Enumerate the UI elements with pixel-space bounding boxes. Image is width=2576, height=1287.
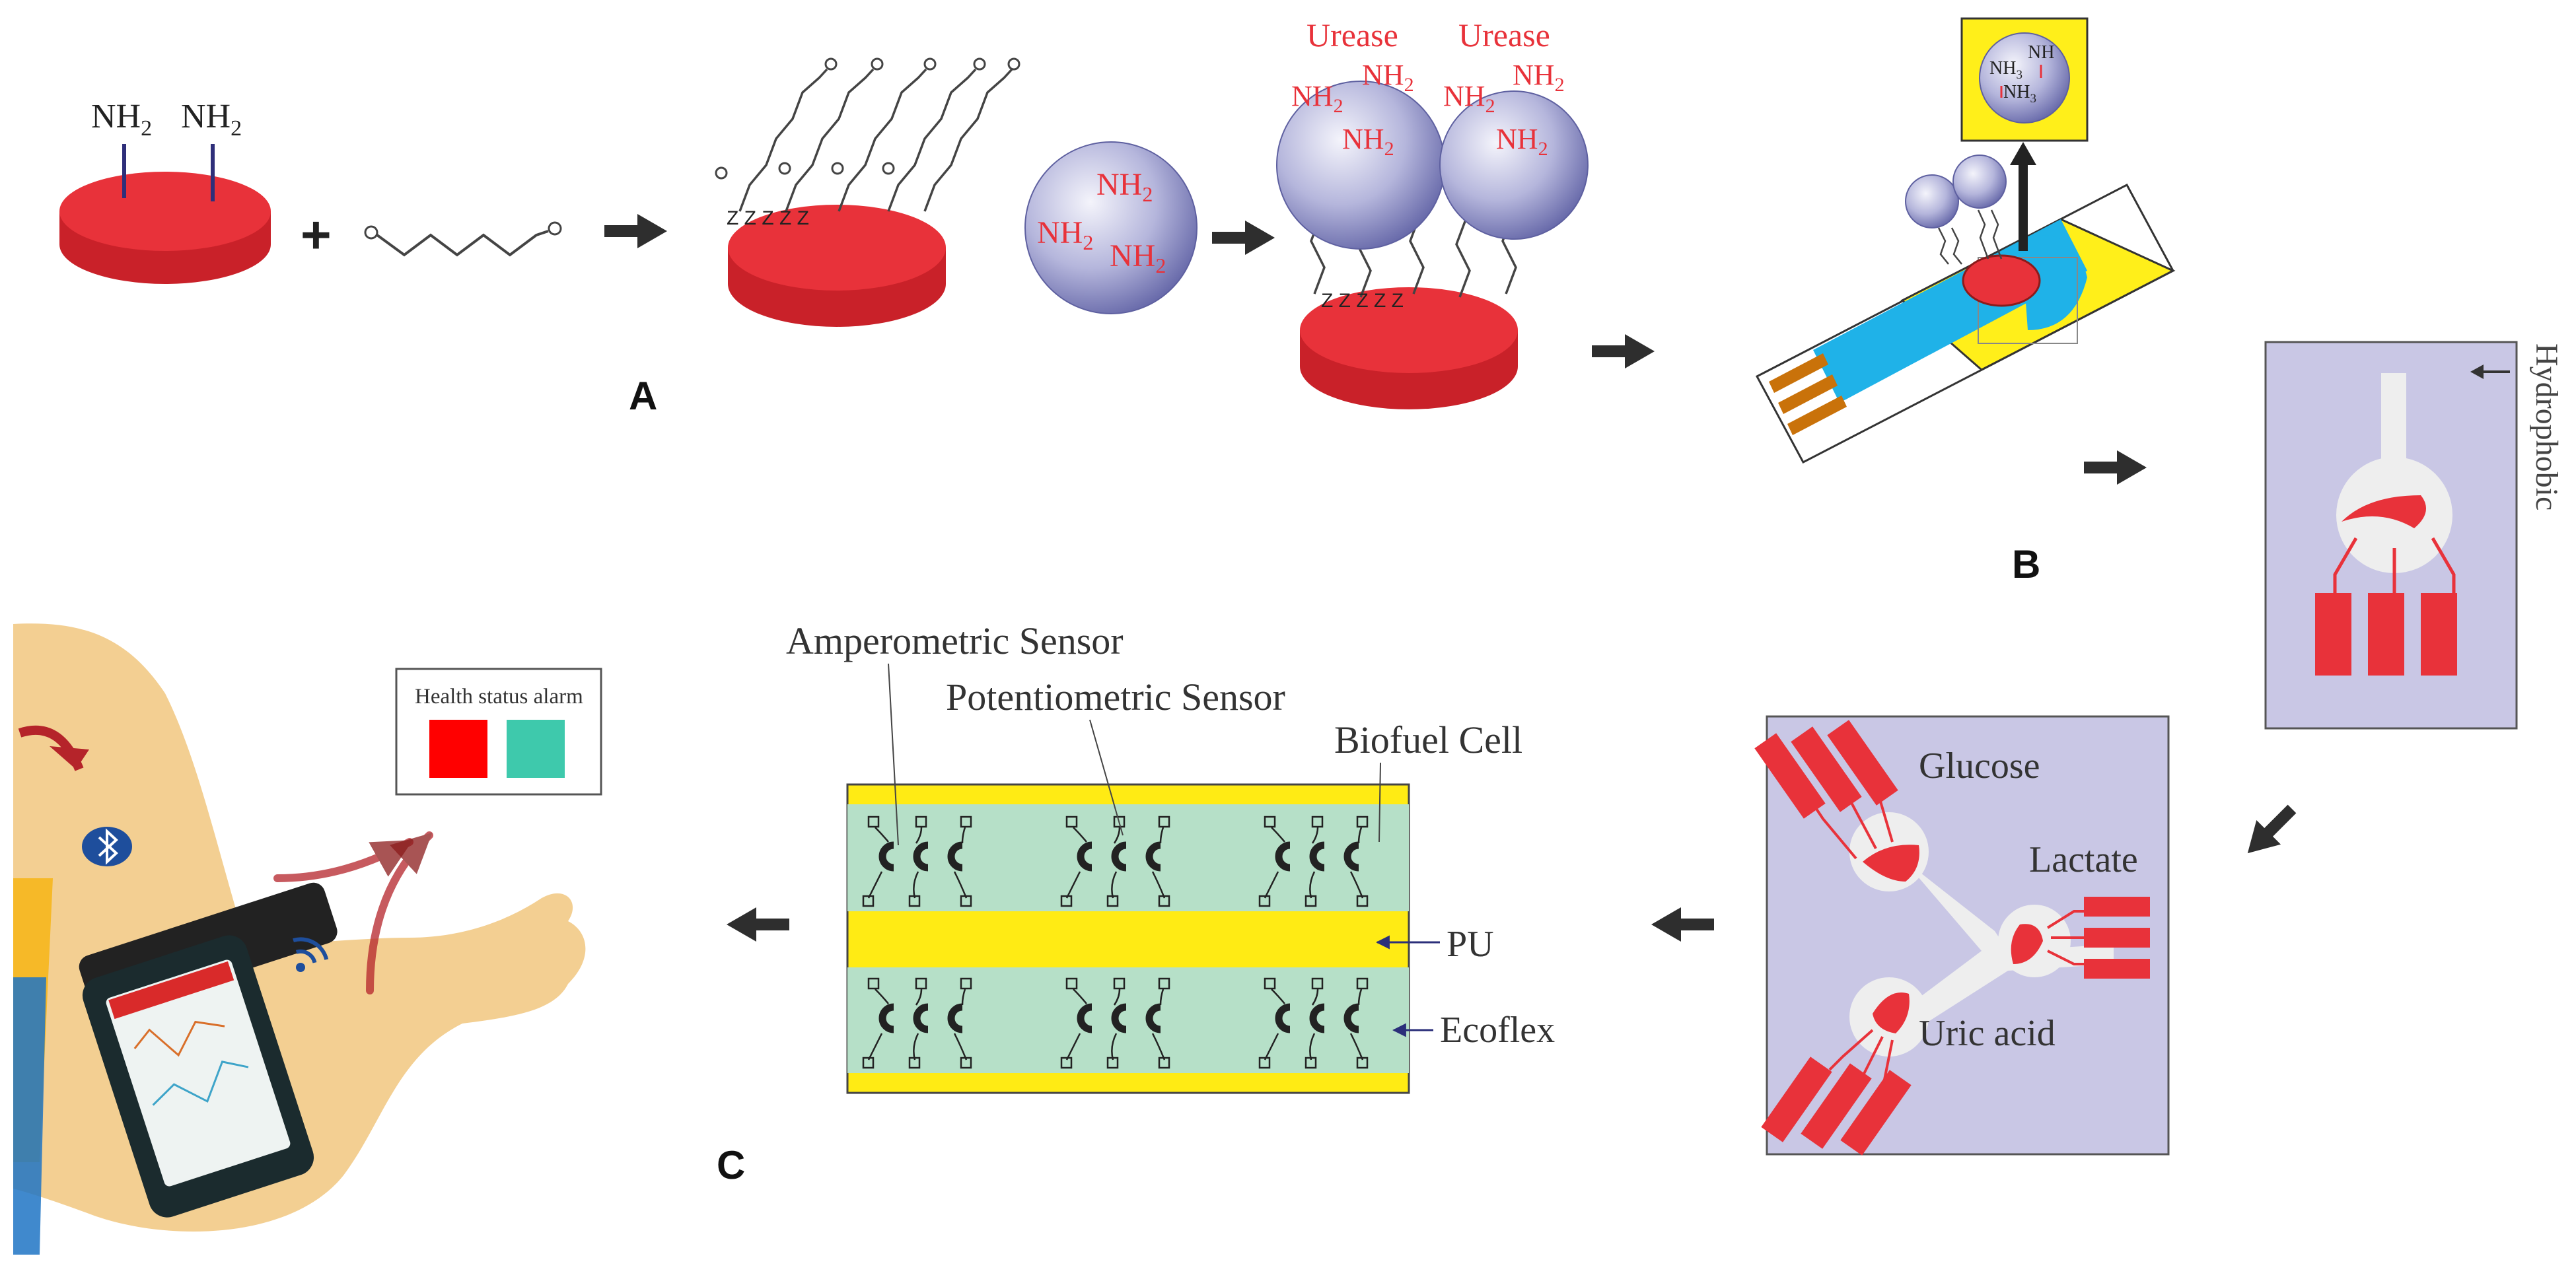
svg-text:Z Z Z Z Z: Z Z Z Z Z <box>1321 290 1404 312</box>
ecoflex-label: Ecoflex <box>1440 1010 1555 1051</box>
phone-armband <box>79 882 338 1218</box>
arrow-diag <box>2235 796 2305 866</box>
uric-acid-label: Uric acid <box>1919 1013 2056 1054</box>
panel-c-label: C <box>717 1143 745 1187</box>
electrode-disk-linked: Z Z Z Z Z <box>715 57 1020 327</box>
svg-text:NH2: NH2 <box>1291 80 1343 117</box>
arrow-a2 <box>1212 221 1275 255</box>
svg-text:NH2: NH2 <box>1443 80 1495 117</box>
amine-label-right: NH2 <box>181 98 242 141</box>
glucose-label: Glucose <box>1919 746 2040 786</box>
arrow-b1 <box>2084 450 2147 485</box>
sensor-patch: Amperometric Sensor Potentiometric Senso… <box>786 619 1555 1094</box>
lactate-label: Lactate <box>2029 839 2138 880</box>
amine-label-left: NH2 <box>91 98 152 141</box>
hydrophobic-label: Hydrophobic <box>2529 343 2564 510</box>
svg-text:NH2: NH2 <box>1496 123 1548 160</box>
svg-text:NH2: NH2 <box>1037 215 1093 254</box>
svg-text:NH2: NH2 <box>1342 123 1394 160</box>
svg-text:NH2: NH2 <box>1513 59 1565 96</box>
enzyme-sphere: NH2 NH2 NH2 <box>1024 141 1198 314</box>
pu-label: PU <box>1447 924 1494 965</box>
linker-molecule <box>364 221 562 257</box>
arrow-a3 <box>1592 334 1655 368</box>
single-sensor-card: Hydrophobic <box>2264 341 2564 730</box>
urease-label-left: Urease <box>1306 17 1398 53</box>
arrow-c2 <box>727 907 789 942</box>
arrow-c1 <box>1651 907 1714 942</box>
bluetooth-icon <box>82 827 132 866</box>
electrode-disk-urease: Urease Urease NH2 NH2 NH2 NH2 NH2 NH2 Z … <box>1276 17 1589 409</box>
svg-text:NH2: NH2 <box>1110 238 1166 277</box>
svg-text:NH: NH <box>2028 42 2054 63</box>
health-alarm-title: Health status alarm <box>415 685 583 709</box>
wireless-signal-icon <box>293 937 329 972</box>
plus-sign: + <box>301 205 332 264</box>
release-arrow <box>2010 142 2036 251</box>
svg-text:NH3: NH3 <box>2003 82 2036 106</box>
electrode-disk-amine: NH2 NH2 <box>59 98 271 284</box>
panel-a: NH2 NH2 + <box>59 17 1655 418</box>
test-strip <box>1755 183 2176 464</box>
svg-text:NH3: NH3 <box>1989 58 2022 82</box>
multiplex-sensor-card: Glucose Lactate Uric acid <box>1754 715 2170 1156</box>
panel-b-label: B <box>2012 542 2040 586</box>
urease-label-right: Urease <box>1458 17 1550 53</box>
alarm-teal-indicator <box>507 720 565 778</box>
alarm-red-indicator <box>429 720 487 778</box>
svg-text:Z Z Z Z Z: Z Z Z Z Z <box>727 207 809 229</box>
arrow-a1 <box>604 214 667 248</box>
signal-arrows <box>273 831 433 994</box>
ammonia-inset: NH3 NH NH3 <box>1960 17 2089 142</box>
panel-b: NH3 NH NH3 B Hydrophobic <box>1755 17 2564 866</box>
health-alarm-box: Health status alarm <box>395 668 602 796</box>
svg-text:NH2: NH2 <box>1096 167 1153 206</box>
biofuel-label: Biofuel Cell <box>1334 718 1522 761</box>
potentiometric-label: Potentiometric Sensor <box>946 676 1285 718</box>
strip-electrode <box>1905 155 2041 307</box>
amperometric-label: Amperometric Sensor <box>786 619 1124 662</box>
svg-text:NH2: NH2 <box>1362 59 1414 96</box>
panel-a-label: A <box>629 374 657 418</box>
